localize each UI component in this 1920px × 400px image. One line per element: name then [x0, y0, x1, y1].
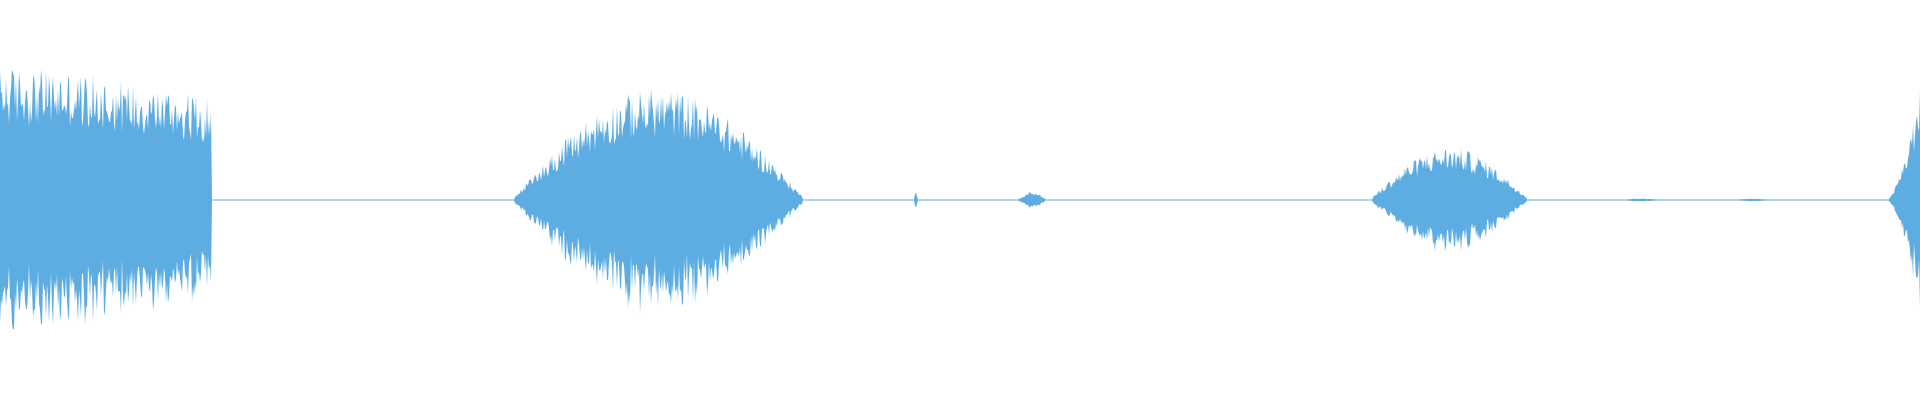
audio-waveform-view[interactable] — [0, 0, 1920, 400]
waveform-canvas[interactable] — [0, 0, 1920, 400]
